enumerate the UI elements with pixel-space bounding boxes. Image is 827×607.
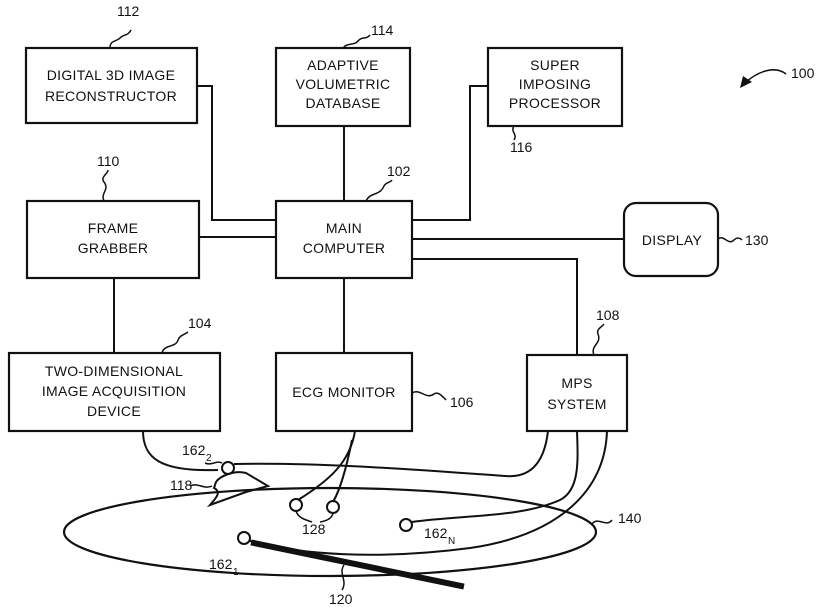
acquisition-label-line3: DEVICE <box>87 403 141 419</box>
ref-128: 128 <box>302 521 326 537</box>
mps-box <box>527 355 627 431</box>
frame-grabber-label-line2: GRABBER <box>78 240 149 256</box>
display-block: DISPLAY <box>624 203 718 276</box>
reconstructor-block: DIGITAL 3D IMAGE RECONSTRUCTOR <box>26 48 197 123</box>
superimposing-label-line3: PROCESSOR <box>509 95 601 111</box>
ref-140: 140 <box>618 510 642 526</box>
ref-112: 112 <box>117 3 140 19</box>
sensor-162-2: 162 2 <box>182 431 548 476</box>
ref-108: 108 <box>596 307 620 323</box>
ref-100: 100 <box>791 65 815 81</box>
mps-block: MPS SYSTEM <box>527 355 627 431</box>
superimposing-block: SUPER IMPOSING PROCESSOR <box>488 48 622 126</box>
ref-116: 116 <box>510 139 533 155</box>
main-computer-label-line1: MAIN <box>326 220 362 236</box>
mps-label-line1: MPS <box>561 375 592 391</box>
ref-162-2-sub: 2 <box>206 453 212 464</box>
mps-label-line2: SYSTEM <box>547 396 606 412</box>
sensor-162-n-icon <box>400 519 412 531</box>
leader-112 <box>110 30 131 48</box>
ecg-block: ECG MONITOR <box>276 353 412 431</box>
leader-140 <box>592 520 612 524</box>
ref-162-n-sub: N <box>448 536 455 547</box>
ref-162-2-base: 162 <box>182 442 206 458</box>
ref-114: 114 <box>371 22 394 38</box>
leader-116 <box>513 126 515 140</box>
wire-reconstructor-main <box>197 86 276 220</box>
database-label-line2: VOLUMETRIC <box>296 76 391 92</box>
database-block: ADAPTIVE VOLUMETRIC DATABASE <box>276 48 410 126</box>
superimposing-label-line1: SUPER <box>530 57 580 73</box>
acquisition-block: TWO-DIMENSIONAL IMAGE ACQUISITION DEVICE <box>9 353 220 431</box>
transducer-body <box>210 472 268 505</box>
ref-162-n-base: 162 <box>424 525 448 541</box>
ref-102: 102 <box>387 163 411 179</box>
leader-120 <box>342 565 344 590</box>
ref-104: 104 <box>188 315 212 331</box>
database-label-line1: ADAPTIVE <box>307 57 379 73</box>
leader-108 <box>593 324 604 355</box>
frame-grabber-block: FRAME GRABBER <box>27 201 199 278</box>
main-computer-label-line2: COMPUTER <box>303 240 386 256</box>
reconstructor-label-line2: RECONSTRUCTOR <box>45 88 177 104</box>
superimposing-label-line2: IMPOSING <box>519 76 591 92</box>
display-label: DISPLAY <box>642 232 703 248</box>
leader-100 <box>746 70 786 82</box>
wire-main-mps <box>412 259 577 355</box>
electrode-b-icon <box>327 501 339 513</box>
wire-superimposing-main <box>412 86 488 220</box>
sensor-162-2-icon <box>222 462 234 474</box>
reference-numerals: 112 114 116 110 102 130 104 106 108 100 <box>97 3 815 410</box>
ref-106: 106 <box>450 394 474 410</box>
leader-104 <box>162 332 188 353</box>
ref-130: 130 <box>745 232 769 248</box>
ref-120: 120 <box>329 591 353 607</box>
main-computer-block: MAIN COMPUTER <box>276 201 412 278</box>
frame-grabber-label-line1: FRAME <box>88 220 139 236</box>
ref-162-1-sub: 1 <box>233 567 239 578</box>
acquisition-label-line2: IMAGE ACQUISITION <box>42 383 186 399</box>
database-label-line3: DATABASE <box>305 95 380 111</box>
sensor-162-n: 162 N <box>400 431 578 547</box>
reconstructor-label-line1: DIGITAL 3D IMAGE <box>47 67 176 83</box>
acquisition-label-line1: TWO-DIMENSIONAL <box>45 363 183 379</box>
sensor-162-1-icon <box>238 532 250 544</box>
cable-mps-sensor-2 <box>234 431 548 476</box>
ref-162-1-base: 162 <box>209 556 233 572</box>
leader-114 <box>343 35 370 48</box>
reconstructor-box <box>26 48 197 123</box>
ref-110: 110 <box>97 153 120 169</box>
leader-130 <box>718 238 742 242</box>
leader-106 <box>412 392 446 400</box>
ref-118: 118 <box>170 477 193 493</box>
leader-118 <box>190 485 212 487</box>
electrode-a-icon <box>290 499 302 511</box>
leader-102 <box>366 180 392 201</box>
leader-110 <box>103 170 108 201</box>
cable-acquisition-transducer <box>143 431 218 470</box>
ecg-label: ECG MONITOR <box>292 384 395 400</box>
ecg-electrodes: 128 <box>290 431 355 537</box>
